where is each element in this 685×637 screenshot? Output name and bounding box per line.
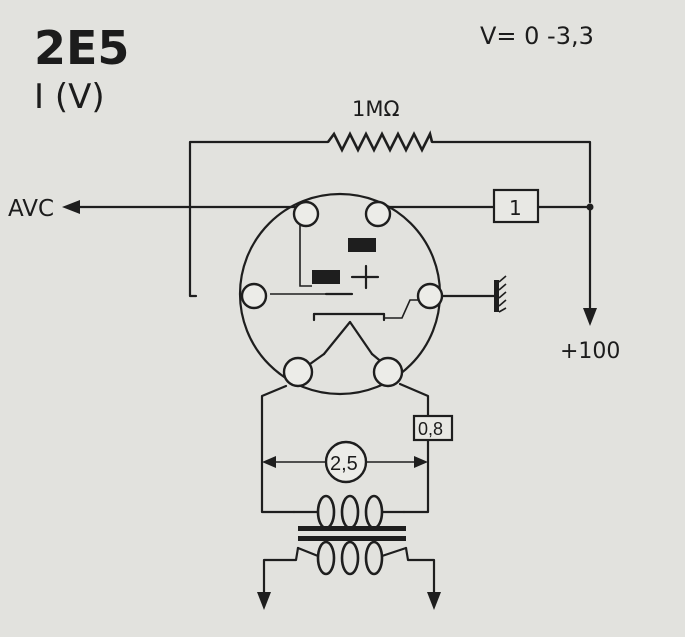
pin-grid	[240, 282, 268, 310]
filament-wires	[260, 382, 430, 514]
pin-filament-left	[282, 356, 314, 388]
resistor-label: 1MΩ	[352, 97, 400, 121]
pin-anode	[364, 200, 392, 228]
filament-voltage-circle	[324, 440, 368, 484]
resistor-1mohm	[326, 130, 434, 153]
dimension-arrow-right	[414, 456, 428, 468]
supply-label: +100	[560, 339, 620, 364]
output-lead-left	[262, 546, 300, 596]
transformer-core	[298, 526, 406, 541]
output-arrow-right	[427, 592, 441, 610]
filament-voltage-label: 2,5	[330, 453, 358, 475]
anode-box-value: 1	[509, 196, 522, 220]
avc-arrow	[62, 200, 80, 214]
supply-arrow	[583, 308, 597, 326]
avc-label: AVC	[8, 196, 54, 222]
transformer-primary-coil	[292, 494, 406, 530]
filament-resistor-box	[412, 414, 454, 442]
voltage-range-label: V= 0 -3,3	[480, 22, 594, 50]
dimension-arrow-left	[262, 456, 276, 468]
pin-ground	[416, 282, 444, 310]
anode-resistor-box	[492, 188, 540, 224]
tube-type-label: 2E5	[34, 21, 129, 75]
output-lead-right	[404, 546, 436, 596]
output-arrow-left	[257, 592, 271, 610]
tube-electrodes	[270, 222, 420, 366]
filament-box-value: 0,8	[418, 419, 443, 439]
tube-class-label: I (V)	[34, 77, 105, 117]
transformer-secondary-coil	[296, 540, 408, 576]
feedback-loop	[188, 140, 592, 298]
pin-filament-right	[372, 356, 404, 388]
pin-avc	[292, 200, 320, 228]
ground-symbol	[494, 275, 507, 313]
